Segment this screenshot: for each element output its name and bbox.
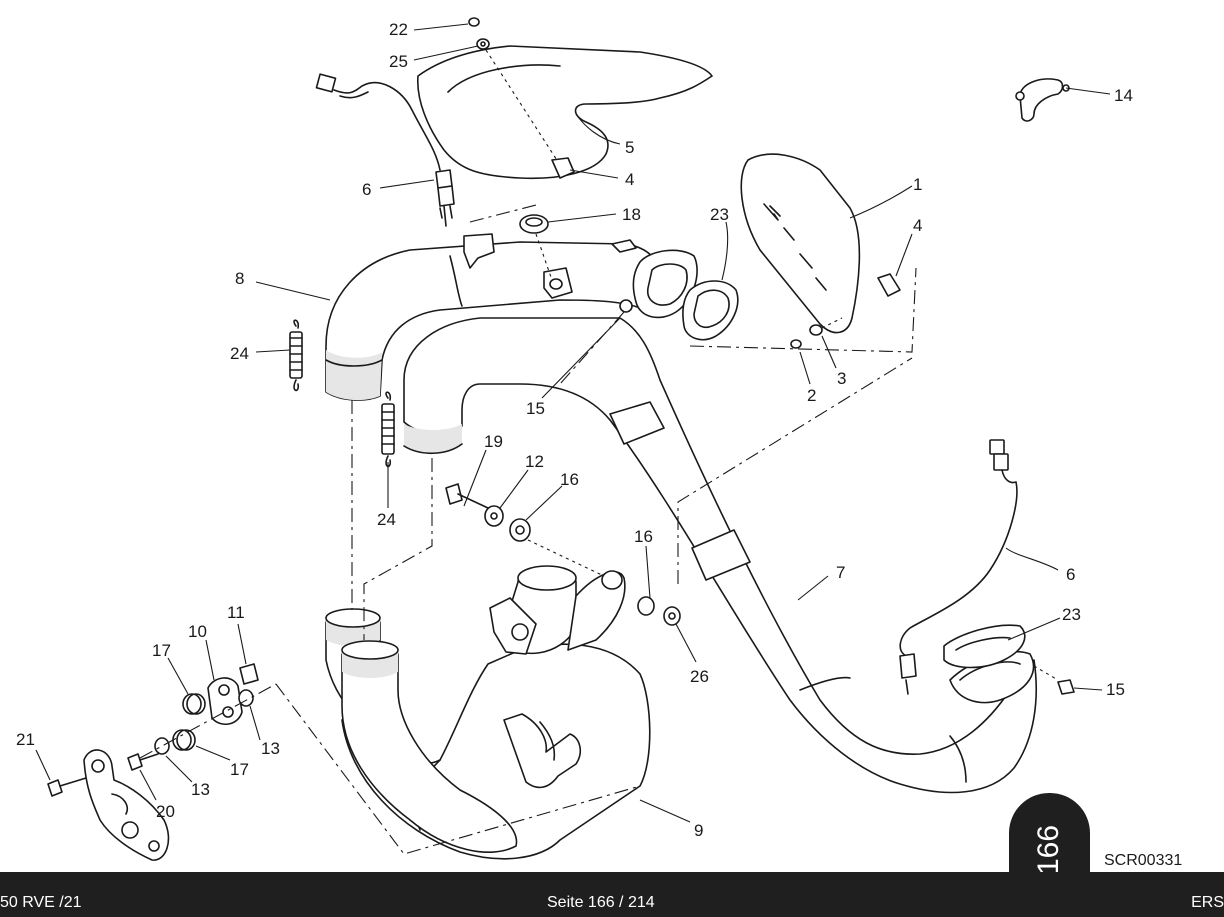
footer-bar: 50 RVE /21 Seite 166 / 214 ERS (0, 872, 1224, 917)
label-21: 21 (16, 730, 35, 749)
bushing-12 (484, 505, 504, 527)
screw-20 (127, 753, 159, 771)
label-5: 5 (625, 138, 634, 157)
rubber-17-top (182, 693, 206, 715)
label-15-top: 15 (526, 399, 545, 418)
label-25: 25 (389, 52, 408, 71)
exhaust-pipe-7 (403, 317, 1037, 794)
bracket-10 (207, 677, 243, 725)
washer-13-left (154, 737, 170, 755)
clip-4-right (877, 273, 901, 297)
label-13-left: 13 (191, 780, 210, 799)
label-4-top: 4 (625, 170, 634, 189)
washer-26 (663, 606, 681, 626)
screw-22 (468, 17, 480, 27)
bolt-21 (47, 777, 87, 797)
figure-code: SCR00331 (1104, 852, 1183, 869)
grommet-18 (519, 214, 549, 234)
nut-15-top (619, 299, 633, 313)
gasket-23-top (682, 280, 739, 341)
exhaust-exploded-diagram: 22 25 5 4 6 18 23 1 4 8 24 15 2 3 14 24 … (16, 17, 1133, 861)
label-24-left: 24 (230, 344, 249, 363)
label-6-right: 6 (1066, 565, 1075, 584)
label-12: 12 (525, 452, 544, 471)
label-4-right: 4 (913, 216, 922, 235)
label-2: 2 (807, 386, 816, 405)
label-17-top: 17 (152, 641, 171, 660)
label-13-right: 13 (261, 739, 280, 758)
footer-model: 50 RVE /21 (0, 894, 82, 911)
washer-3 (809, 324, 823, 336)
part-labels: 22 25 5 4 6 18 23 1 4 8 24 15 2 3 14 24 … (16, 20, 1133, 840)
nut-15-right (1057, 679, 1075, 695)
label-16-right: 16 (634, 527, 653, 546)
heat-shield-5 (417, 45, 713, 180)
label-9: 9 (694, 821, 703, 840)
label-8: 8 (235, 269, 244, 288)
clip-4-top (551, 157, 575, 179)
bolt-19 (445, 483, 489, 509)
label-14: 14 (1114, 86, 1133, 105)
label-23-top: 23 (710, 205, 729, 224)
screw-2 (790, 339, 802, 349)
gasket-23-right (943, 624, 1026, 669)
washer-25 (476, 38, 490, 50)
heat-shield-1 (740, 153, 861, 334)
label-11: 11 (227, 603, 245, 622)
label-3: 3 (837, 369, 846, 388)
lambda-sensor-6-right (899, 439, 1018, 695)
rubber-17-bottom (172, 729, 196, 751)
lower-pipes (325, 608, 518, 853)
rubber-16-right (637, 596, 655, 616)
label-20: 20 (156, 802, 175, 821)
clamp-14 (1015, 78, 1070, 122)
rubber-16-left (509, 518, 531, 542)
label-16-left: 16 (560, 470, 579, 489)
nut-11 (239, 663, 259, 685)
label-19: 19 (484, 432, 503, 451)
footer-page-counter: Seite 166 / 214 (547, 894, 655, 911)
footer-right-text: ERS (1191, 894, 1224, 911)
label-7: 7 (836, 563, 845, 582)
exhaust-pipe-8 (325, 233, 698, 401)
lambda-sensor-6-top (315, 73, 455, 227)
label-23-right: 23 (1062, 605, 1081, 624)
label-6-top: 6 (362, 180, 371, 199)
spring-24-left (289, 319, 303, 392)
label-10: 10 (188, 622, 207, 641)
label-17-bottom: 17 (230, 760, 249, 779)
mounting-plate (83, 749, 170, 861)
label-15-right: 15 (1106, 680, 1125, 699)
label-24-center: 24 (377, 510, 396, 529)
leader-lines (35, 23, 1111, 823)
label-22: 22 (389, 20, 408, 39)
spring-24-center (381, 391, 395, 468)
label-26: 26 (690, 667, 709, 686)
label-1: 1 (913, 175, 922, 194)
label-18: 18 (622, 205, 641, 224)
